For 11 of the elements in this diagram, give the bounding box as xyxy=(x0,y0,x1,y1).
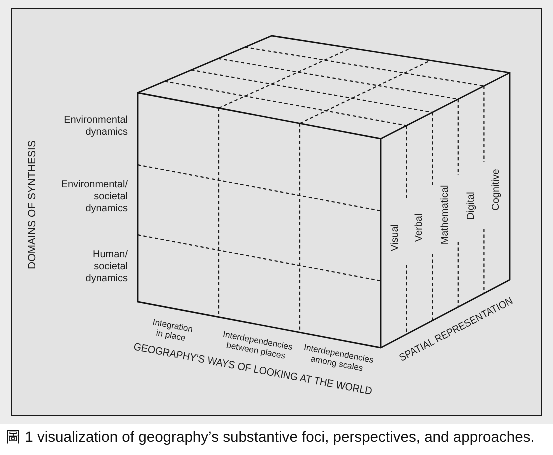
category-label: Cognitive xyxy=(490,169,503,211)
category-label: Integration in place xyxy=(152,316,194,344)
category-label: Environmental dynamics xyxy=(64,114,128,140)
category-label: Environmental/ societal dynamics xyxy=(61,180,128,216)
figure-caption: 圖 1 visualization of geography’s substantive foci, perspectives, and approaches. xyxy=(6,429,535,447)
category-label: Visual xyxy=(390,224,402,252)
category-label: Verbal xyxy=(414,214,426,242)
axis-title: DOMAINS OF SYNTHESIS xyxy=(26,140,40,270)
category-label: Human/ societal dynamics xyxy=(86,250,128,286)
category-label: Digital xyxy=(466,192,478,220)
category-label: Mathematical xyxy=(440,185,452,245)
